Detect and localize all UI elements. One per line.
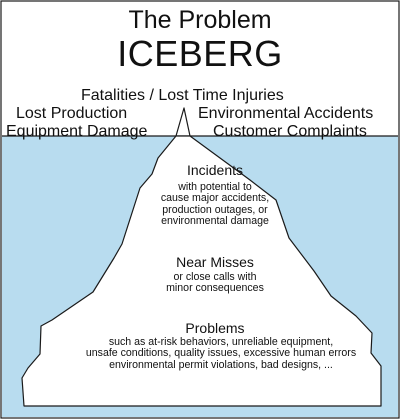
label-lost-production: Lost Production: [16, 105, 128, 122]
incidents-line: with potential to: [178, 181, 252, 193]
label-customer-complaints: Customer Complaints: [213, 123, 367, 140]
label-fatalities: Fatalities / Lost Time Injuries: [81, 87, 284, 104]
incidents-heading: Incidents: [186, 162, 244, 178]
problems-description: such as at-risk behaviors, unreliable eq…: [60, 336, 382, 371]
near-misses-line: or close calls with: [173, 271, 257, 283]
near-misses-heading: Near Misses: [176, 254, 254, 270]
near-misses-line: minor consequences: [166, 282, 264, 295]
incidents-line: cause major accidents,: [160, 192, 270, 205]
incidents-description: with potential to cause major accidents,…: [120, 181, 310, 227]
iceberg-tip: [175, 107, 191, 137]
problems-line: environmental permit violations, bad des…: [109, 358, 333, 371]
iceberg-underwater: [21, 135, 382, 407]
title-line: The Problem: [128, 6, 272, 34]
label-equipment-damage: Equipment Damage: [6, 123, 148, 140]
incidents-line: production outages, or: [162, 203, 268, 216]
problems-heading: Problems: [185, 320, 245, 336]
near-misses-description: or close calls with minor consequences: [120, 271, 310, 295]
label-environmental-accidents: Environmental Accidents: [198, 105, 374, 122]
incidents-line: environmental damage: [161, 214, 269, 227]
problems-line: such as at-risk behaviors, unreliable eq…: [108, 336, 334, 348]
problems-line: unsafe conditions, quality issues, exces…: [85, 347, 357, 360]
title-iceberg: ICEBERG: [117, 33, 283, 74]
